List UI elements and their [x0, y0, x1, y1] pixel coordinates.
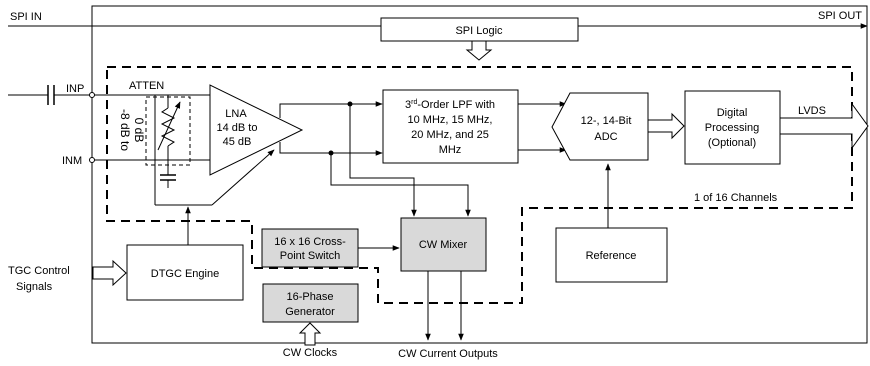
reference-label: Reference	[586, 250, 637, 262]
lna-amplifier	[209, 84, 304, 176]
atten-range-label: -8 dB to 0 dB	[118, 109, 146, 151]
lna-outm-wire	[279, 142, 383, 156]
phase-generator-block	[262, 283, 359, 323]
lpf-label-4: MHz	[439, 144, 462, 156]
lna-label-2: 14 dB to	[217, 122, 258, 134]
digital-label-2: Processing	[705, 122, 759, 134]
inp-label: INP	[66, 83, 84, 95]
inp-pin	[89, 92, 95, 98]
crosspoint-label-2: Point Switch	[280, 250, 341, 262]
spi-bus-arrow	[465, 40, 493, 61]
spi-in-label: SPI IN	[10, 11, 42, 23]
digital-processing-block	[684, 90, 781, 165]
spi-logic-label: SPI Logic	[455, 25, 503, 37]
digital-label-1: Digital	[717, 107, 748, 119]
adc-label-2: ADC	[594, 131, 617, 143]
cw-mixer-block	[400, 217, 487, 272]
reference-block	[555, 227, 668, 283]
svg-text:-8 dB to: -8 dB to	[118, 109, 132, 151]
cw-current-outputs-label: CW Current Outputs	[398, 348, 498, 360]
crosspoint-switch-block	[261, 228, 359, 268]
lna-label-1: LNA	[225, 108, 247, 120]
cw-clocks-label: CW Clocks	[283, 347, 338, 359]
lvds-label: LVDS	[798, 105, 826, 117]
chip-boundary	[91, 5, 868, 344]
phase-gen-label-2: Generator	[285, 306, 335, 318]
lpf-label-1: 3rd-Order LPF with	[405, 99, 495, 111]
cw-mixer-label: CW Mixer	[419, 239, 468, 251]
atten-label: ATTEN	[129, 80, 164, 92]
cw-clocks-arrow	[298, 322, 322, 346]
channels-note: 1 of 16 Channels	[694, 192, 778, 204]
channel-boundary	[106, 66, 853, 304]
lna-outp-wire	[279, 101, 383, 118]
lna-gain-control-arrow	[211, 149, 275, 206]
inm-pin	[89, 157, 95, 163]
spi-out-label: SPI OUT	[818, 10, 862, 22]
lna-label-3: 45 dB	[223, 136, 252, 148]
adc-label-1: 12-, 14-Bit	[581, 115, 632, 127]
svg-text:0 dB: 0 dB	[132, 118, 146, 143]
lpf-label-3: 20 MHz, and 25	[411, 129, 489, 141]
outm-to-mixer-wire	[330, 153, 471, 217]
atten-resistor-wiper	[157, 101, 181, 151]
phase-gen-label-1: 16-Phase	[286, 291, 333, 303]
digital-label-3: (Optional)	[708, 137, 756, 149]
tgc-control-label-1: TGC Control	[8, 265, 70, 277]
tgc-control-label-2: Signals	[16, 281, 53, 293]
lpf-block	[382, 89, 519, 164]
lpf-label-2: 10 MHz, 15 MHz,	[408, 114, 493, 126]
dtgc-engine-block	[126, 244, 244, 301]
crosspoint-label-1: 16 x 16 Cross-	[274, 236, 346, 248]
dtgc-engine-label: DTGC Engine	[151, 268, 219, 280]
lvds-output-arrow	[779, 102, 869, 150]
inm-label: INM	[62, 155, 82, 167]
outp-to-mixer-wire	[349, 104, 417, 217]
tgc-control-arrow	[92, 259, 127, 287]
adc-to-digital-arrow	[647, 112, 685, 140]
